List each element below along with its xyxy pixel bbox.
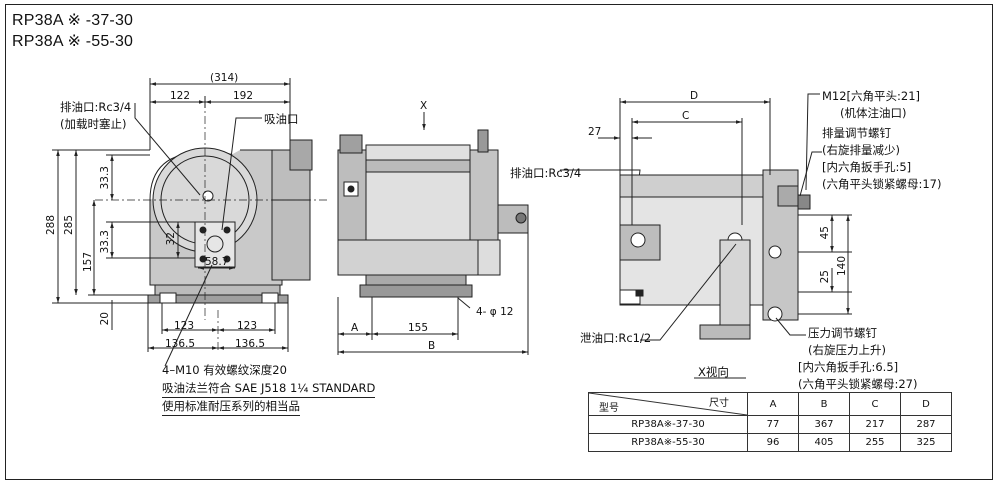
discharge-port-note: (加载时塞止) [60, 117, 127, 131]
note-sae-flange: 吸油法兰符合 SAE J518 1¼ STANDARD [162, 380, 376, 398]
dim-123-right: 123 [237, 320, 258, 332]
pressure-adjust-note: (右旋压力上升) [808, 343, 886, 357]
side-discharge-label: 排油口:Rc3/4 [510, 166, 582, 180]
cell-c: 217 [849, 415, 901, 434]
column-header-c: C [849, 392, 901, 416]
note-equivalent: 使用标准耐压系列的相当品 [162, 398, 300, 416]
row-model: RP38A※-37-30 [588, 415, 748, 434]
m12-plug-note: (机体注油口) [840, 106, 907, 120]
pressure-hex-socket: [内六角扳手孔:6.5] [798, 360, 899, 374]
pressure-adjust-screw-label: 压力调节螺钉 [808, 326, 877, 340]
dim-157: 157 [82, 252, 94, 273]
dim-d: D [690, 90, 699, 102]
column-header-d: D [900, 392, 952, 416]
cell-c: 255 [849, 433, 901, 452]
model-title-1: RP38A ※ -37-30 [12, 12, 134, 29]
cell-d: 287 [900, 415, 952, 434]
corner-diagonal [589, 393, 747, 415]
dim-123-left: 123 [174, 320, 195, 332]
cell-a: 96 [747, 433, 799, 452]
discharge-port-label: 排油口:Rc3/4 [60, 100, 132, 114]
table-row: RP38A※-37-30 77 367 217 287 [588, 415, 952, 434]
flow-lock-nut: (六角平头锁紧螺母:17) [822, 177, 942, 191]
flow-hex-socket: [内六角扳手孔:5] [822, 160, 912, 174]
dimension-table: 尺寸 型号 A B C D RP38A※-37-30 77 367 217 28… [588, 392, 952, 452]
mount-holes-label: 4- φ 12 [476, 306, 514, 318]
view-marker-x: X [420, 100, 428, 112]
right-view-outline [619, 169, 811, 340]
dim-192: 192 [233, 90, 254, 102]
dim-136-5-left: 136.5 [165, 338, 196, 350]
dim-136-5-right: 136.5 [235, 338, 266, 350]
drain-port-label: 泄油口:Rc1/2 [580, 331, 652, 345]
dim-45: 45 [819, 226, 831, 240]
dim-b: B [428, 340, 436, 352]
dim-20: 20 [99, 312, 111, 326]
note-mounting-thread: 4–M10 有效螺纹深度20 [162, 363, 287, 377]
cell-a: 77 [747, 415, 799, 434]
corner-size-label: 尺寸 [709, 398, 729, 409]
table-corner: 尺寸 型号 [588, 392, 748, 416]
table-row: RP38A※-55-30 96 405 255 325 [588, 433, 952, 452]
cell-b: 405 [798, 433, 850, 452]
dim-25: 25 [819, 270, 831, 284]
column-header-a: A [747, 392, 799, 416]
dim-33-3-upper: 33.3 [99, 166, 111, 190]
dim-a: A [351, 322, 359, 334]
dim-33-3-lower: 33.3 [99, 230, 111, 254]
side-view-outline [337, 129, 529, 298]
front-view-outline [95, 100, 330, 320]
x-view-label: X视向 [698, 365, 729, 379]
cell-d: 325 [900, 433, 952, 452]
drawing-frame [5, 4, 993, 480]
dim-c: C [682, 110, 690, 122]
flow-adjust-screw-label: 排量调节螺钉 [822, 126, 891, 140]
dim-140: 140 [836, 256, 848, 277]
dim-58-7: 58.7 [205, 256, 229, 268]
dim-285: 285 [63, 215, 75, 236]
dim-288: 288 [45, 215, 57, 236]
dim-155: 155 [408, 322, 429, 334]
column-header-b: B [798, 392, 850, 416]
dim-122: 122 [170, 90, 191, 102]
pressure-lock-nut: (六角平头锁紧螺母:27) [798, 377, 918, 391]
corner-model-label: 型号 [599, 403, 619, 414]
model-title-2: RP38A ※ -55-30 [12, 33, 134, 50]
flow-adjust-note: (右旋排量减少) [822, 143, 900, 157]
cell-b: 367 [798, 415, 850, 434]
row-model: RP38A※-55-30 [588, 433, 748, 452]
dim-27: 27 [588, 126, 602, 138]
suction-port-label: 吸油口 [264, 112, 299, 126]
dim-overall-width: (314) [210, 72, 239, 84]
dim-32: 32 [165, 232, 177, 246]
m12-plug-label: M12[六角平头:21] [822, 89, 921, 103]
